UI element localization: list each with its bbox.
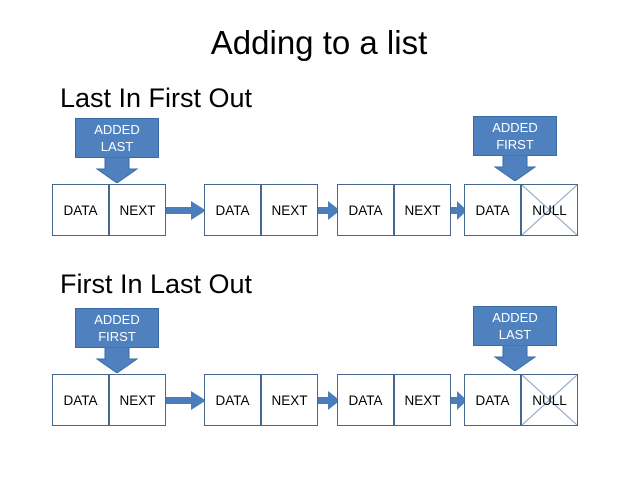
callout-box: ADDED LAST xyxy=(473,306,557,346)
node-next-label: NEXT xyxy=(271,202,308,218)
callout-lifo-left: ADDED LAST xyxy=(75,118,159,183)
node-data-cell: DATA xyxy=(204,184,261,236)
node-next-cell: NEXT xyxy=(109,184,166,236)
section-heading-lifo: Last In First Out xyxy=(60,83,253,113)
callout-line-1: ADDED xyxy=(492,310,538,325)
list-node: DATA NEXT xyxy=(204,374,318,426)
next-pointer-arrow-icon xyxy=(166,391,206,410)
node-data-cell: DATA xyxy=(337,184,394,236)
node-next-cell: NEXT xyxy=(261,184,318,236)
node-data-label: DATA xyxy=(348,202,383,218)
node-next-label: NEXT xyxy=(271,392,308,408)
list-node-tail: DATA NULL xyxy=(464,374,578,426)
callout-box: ADDED LAST xyxy=(75,118,159,158)
page-title: Adding to a list xyxy=(210,24,428,61)
callout-down-arrow-icon xyxy=(473,345,557,371)
list-node-tail: DATA NULL xyxy=(464,184,578,236)
node-data-label: DATA xyxy=(475,392,510,408)
node-next-label: NEXT xyxy=(119,392,156,408)
callout-down-arrow-icon xyxy=(473,155,557,181)
callout-down-arrow-icon xyxy=(75,347,159,373)
node-next-cell: NEXT xyxy=(109,374,166,426)
node-data-label: DATA xyxy=(215,392,250,408)
next-pointer-arrow-icon xyxy=(451,391,467,410)
linked-list-filo: DATA NEXT DATA NEXT DA xyxy=(52,374,578,428)
list-node: DATA NEXT xyxy=(337,374,451,426)
node-next-cell: NEXT xyxy=(394,184,451,236)
node-data-label: DATA xyxy=(63,202,98,218)
next-pointer-arrow-icon xyxy=(451,201,467,220)
node-data-cell: DATA xyxy=(464,374,521,426)
callout-line-1: ADDED xyxy=(94,312,140,327)
callout-filo-left: ADDED FIRST xyxy=(75,308,159,373)
callout-line-2: FIRST xyxy=(98,329,136,344)
next-pointer-arrow-icon xyxy=(166,201,206,220)
callout-line-2: FIRST xyxy=(496,137,534,152)
node-data-label: DATA xyxy=(348,392,383,408)
node-data-label: DATA xyxy=(63,392,98,408)
callout-line-1: ADDED xyxy=(492,120,538,135)
callout-box: ADDED FIRST xyxy=(473,116,557,156)
node-null-label: NULL xyxy=(532,392,567,408)
next-pointer-arrow-icon xyxy=(318,201,340,220)
list-node: DATA NEXT xyxy=(52,374,166,426)
section-heading-filo: First In Last Out xyxy=(60,269,253,299)
node-next-label: NEXT xyxy=(119,202,156,218)
list-node: DATA NEXT xyxy=(337,184,451,236)
callout-line-2: LAST xyxy=(498,327,532,342)
node-data-cell: DATA xyxy=(337,374,394,426)
list-node: DATA NEXT xyxy=(204,184,318,236)
node-next-cell: NEXT xyxy=(261,374,318,426)
node-data-label: DATA xyxy=(475,202,510,218)
node-next-label: NEXT xyxy=(404,392,441,408)
node-data-cell: DATA xyxy=(52,184,109,236)
node-data-cell: DATA xyxy=(204,374,261,426)
node-next-cell: NEXT xyxy=(394,374,451,426)
node-data-cell: DATA xyxy=(52,374,109,426)
node-null-cell: NULL xyxy=(521,374,578,426)
callout-filo-right: ADDED LAST xyxy=(473,306,557,371)
node-next-label: NEXT xyxy=(404,202,441,218)
node-null-label: NULL xyxy=(532,202,567,218)
linked-list-lifo: DATA NEXT DATA NEXT DA xyxy=(52,184,578,238)
callout-line-2: LAST xyxy=(100,139,134,154)
node-data-label: DATA xyxy=(215,202,250,218)
callout-down-arrow-icon xyxy=(75,157,159,183)
callout-box: ADDED FIRST xyxy=(75,308,159,348)
next-pointer-arrow-icon xyxy=(318,391,340,410)
callout-line-1: ADDED xyxy=(94,122,140,137)
callout-lifo-right: ADDED FIRST xyxy=(473,116,557,181)
node-data-cell: DATA xyxy=(464,184,521,236)
list-node: DATA NEXT xyxy=(52,184,166,236)
node-null-cell: NULL xyxy=(521,184,578,236)
